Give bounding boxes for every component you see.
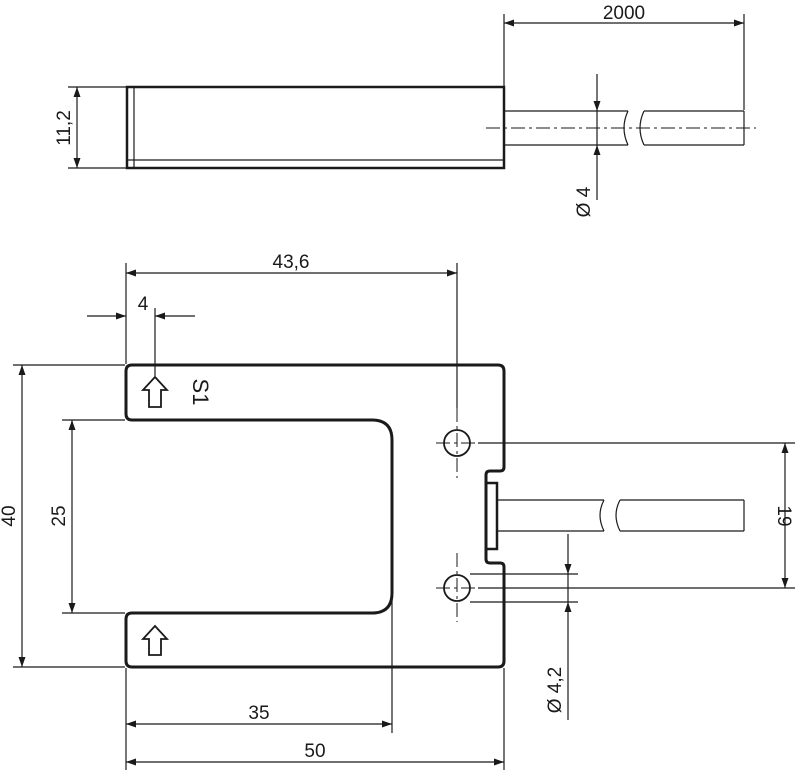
arrow-up-icon xyxy=(140,624,170,656)
cable-gland xyxy=(484,481,499,551)
side-view: 2000 11,2 Ø 4 xyxy=(54,3,756,217)
arrow-up-icon xyxy=(140,375,170,408)
dim-hole-spacing: 19 xyxy=(773,505,794,526)
dim-hole-diameter: Ø 4,2 xyxy=(545,667,566,713)
dim-cable-diameter: Ø 4 xyxy=(574,186,595,217)
cable-break-left xyxy=(599,499,605,532)
sensor-outline xyxy=(124,363,506,669)
dim-slot-depth: 35 xyxy=(248,703,269,724)
top-view: S1 43,6 4 40 25 35 50 19 xyxy=(0,252,795,770)
sensor-mark-label: S1 xyxy=(188,379,213,406)
dim-height: 11,2 xyxy=(54,110,75,146)
dim-total-height: 40 xyxy=(0,505,20,526)
dim-slot-offset: 4 xyxy=(138,294,149,315)
side-view-body xyxy=(125,85,506,170)
dim-cable-length: 2000 xyxy=(603,3,645,24)
cable-break-right xyxy=(615,499,621,532)
dim-slot-width: 25 xyxy=(49,505,70,526)
dim-total-length: 50 xyxy=(304,741,325,762)
dim-hole-x: 43,6 xyxy=(273,252,310,273)
